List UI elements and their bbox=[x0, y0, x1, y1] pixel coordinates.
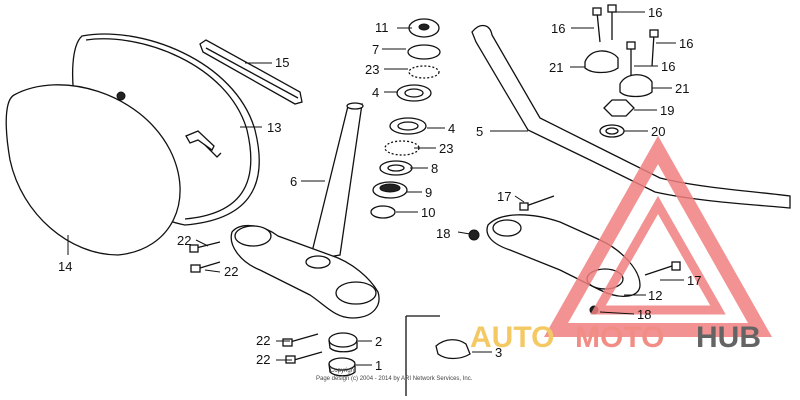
callout-17-a: 17 bbox=[497, 189, 511, 204]
bearing-stack bbox=[370, 18, 441, 219]
cone-washers bbox=[328, 332, 358, 377]
callout-22-d: 22 bbox=[256, 352, 270, 367]
watermark-brand-moto: MOTO bbox=[575, 321, 664, 354]
callout-8: 8 bbox=[431, 161, 438, 176]
callout-18-b: 18 bbox=[637, 307, 651, 322]
copyright-line-1: Copyright bbox=[330, 368, 356, 374]
callout-23-a: 23 bbox=[365, 62, 379, 77]
callout-17-b: 17 bbox=[687, 273, 701, 288]
callout-22-b: 22 bbox=[224, 264, 238, 279]
callout-3: 3 bbox=[495, 345, 502, 360]
leader-lines bbox=[67, 11, 684, 366]
callout-4-a: 4 bbox=[372, 85, 379, 100]
callout-16-d: 16 bbox=[661, 59, 675, 74]
callout-12: 12 bbox=[648, 288, 662, 303]
callout-22-a: 22 bbox=[177, 233, 191, 248]
callout-23-b: 23 bbox=[439, 141, 453, 156]
callout-20: 20 bbox=[651, 124, 665, 139]
callout-5: 5 bbox=[476, 124, 483, 139]
top-bridge bbox=[468, 195, 681, 315]
callout-16-c: 16 bbox=[679, 36, 693, 51]
callout-labels: 15 13 14 6 22 22 22 22 2 1 11 7 23 4 4 2… bbox=[58, 5, 701, 373]
callout-16-a: 16 bbox=[551, 21, 565, 36]
steering-stem bbox=[230, 102, 380, 319]
callout-15: 15 bbox=[275, 55, 289, 70]
copyright-notice: Copyright Page design (c) 2004 - 2014 by… bbox=[316, 368, 473, 382]
watermark-brand-hub: HUB bbox=[696, 321, 761, 354]
callout-9: 9 bbox=[425, 185, 432, 200]
callout-22-c: 22 bbox=[256, 333, 270, 348]
callout-6: 6 bbox=[290, 174, 297, 189]
callout-21-b: 21 bbox=[675, 81, 689, 96]
callout-2: 2 bbox=[375, 334, 382, 349]
watermark-brand-auto: AUTO bbox=[470, 321, 554, 354]
callout-18-a: 18 bbox=[436, 226, 450, 241]
callout-19: 19 bbox=[660, 103, 674, 118]
copyright-line-2: Page design (c) 2004 - 2014 by ARI Netwo… bbox=[316, 376, 473, 382]
small-clamp bbox=[405, 315, 471, 396]
strap bbox=[199, 39, 303, 105]
watermark-logo: AUTO MOTO HUB bbox=[470, 135, 773, 354]
callout-11: 11 bbox=[375, 20, 389, 35]
callout-16-b: 16 bbox=[648, 5, 662, 20]
windshield-assembly bbox=[5, 33, 260, 256]
callout-13: 13 bbox=[267, 120, 281, 135]
callout-7: 7 bbox=[372, 42, 379, 57]
callout-14: 14 bbox=[58, 259, 72, 274]
callout-1: 1 bbox=[375, 358, 382, 373]
handlebar-holders bbox=[584, 4, 659, 138]
callout-10: 10 bbox=[421, 205, 435, 220]
callout-21-a: 21 bbox=[549, 60, 563, 75]
callout-4-b: 4 bbox=[448, 121, 455, 136]
